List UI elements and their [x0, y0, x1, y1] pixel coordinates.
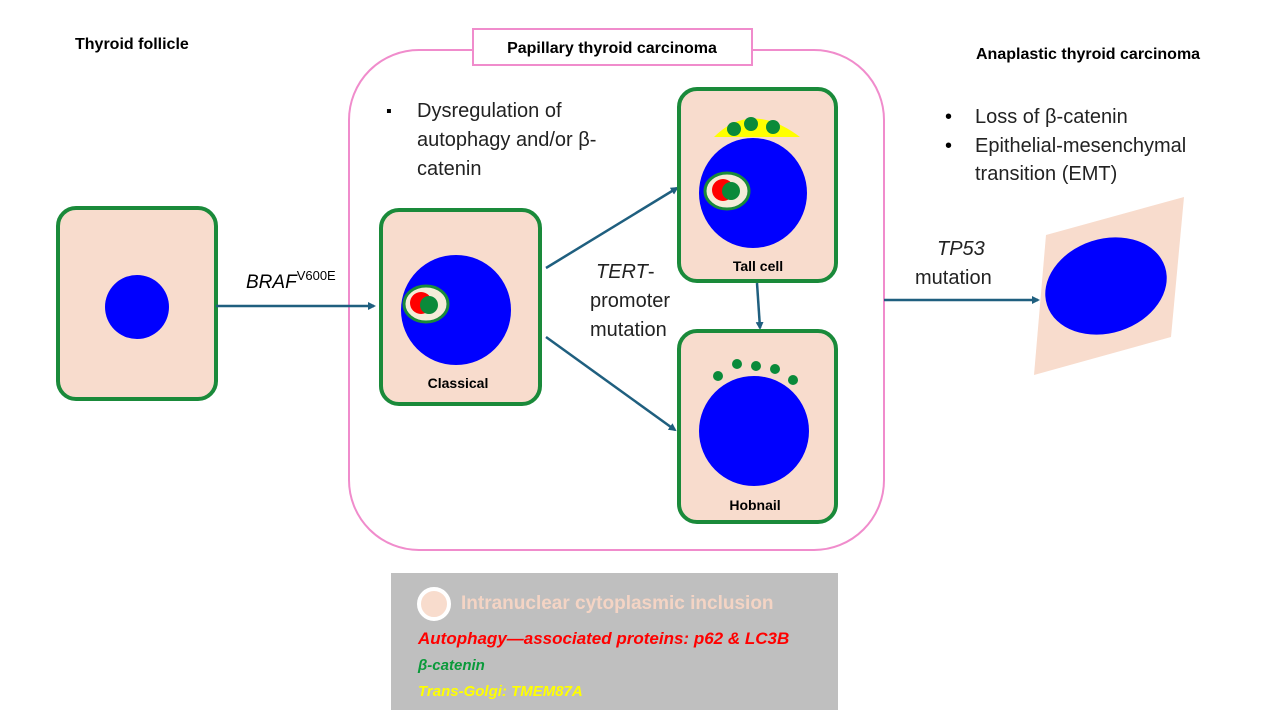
tert-label-1: TERT-: [596, 261, 655, 283]
ptc-note-line3: catenin: [417, 158, 482, 180]
ptc-note-line1: Dysregulation of: [417, 100, 562, 122]
legend-inclusion: Intranuclear cytoplasmic inclusion: [461, 593, 774, 614]
atc-note-1: Loss of β-catenin: [975, 106, 1128, 128]
tall-to-hobnail-arrow: [755, 282, 764, 330]
classical-catenin-dot: [420, 296, 438, 314]
atc-note-2: Epithelial-mesenchymal: [975, 135, 1186, 157]
tp53-label-1: TP53: [937, 238, 985, 260]
atc-title: Anaplastic thyroid carcinoma: [976, 46, 1200, 63]
atc-bullet-1: •: [945, 106, 952, 128]
hobnail-label: Hobnail: [729, 497, 780, 513]
braf-gene: BRAF: [246, 272, 298, 293]
atc-note-3: transition (EMT): [975, 163, 1117, 185]
tall-catenin-dot-4: [722, 182, 740, 200]
tert-label-2: promoter: [590, 290, 670, 312]
atc-bullet-2: •: [945, 135, 952, 157]
tall-catenin-dot-2: [744, 117, 758, 131]
tall-nucleus: [699, 138, 807, 248]
tert-arrow-hobnail: [545, 335, 677, 432]
classical-label: Classical: [428, 375, 489, 391]
hobnail-catenin-dot-4: [770, 364, 780, 374]
follicle-nucleus: [105, 275, 169, 339]
ptc-title: Papillary thyroid carcinoma: [507, 40, 717, 57]
tert-hyphen: -: [648, 261, 655, 283]
tall-cell-label: Tall cell: [733, 258, 783, 274]
hobnail-catenin-dot-1: [713, 371, 723, 381]
tert-label-3: mutation: [590, 319, 667, 341]
legend-golgi: Trans-Golgi: TMEM87A: [418, 683, 583, 700]
legend-catenin: β-catenin: [418, 657, 485, 674]
ptc-note-bullet: ▪: [386, 103, 392, 120]
tert-arrow-tall: [545, 186, 679, 270]
ptc-note-line2: autophagy and/or β-: [417, 129, 596, 151]
tert-gene: TERT: [596, 261, 650, 283]
hobnail-catenin-dot-2: [732, 359, 742, 369]
inclusion-swatch-icon: [417, 587, 451, 621]
anaplastic-nucleus: [1045, 237, 1167, 335]
braf-variant: V600E: [297, 268, 336, 283]
tall-catenin-dot-1: [727, 122, 741, 136]
hobnail-nucleus: [699, 376, 809, 486]
ptc-title-box: [472, 28, 753, 66]
legend-box: Intranuclear cytoplasmic inclusion Autop…: [391, 573, 838, 710]
thyroid-follicle-title: Thyroid follicle: [75, 36, 189, 53]
legend-autophagy: Autophagy—associated proteins: p62 & LC3…: [418, 629, 790, 648]
classical-nucleus: [401, 255, 511, 365]
hobnail-catenin-dot-5: [788, 375, 798, 385]
braf-label: BRAFV600E: [246, 268, 336, 293]
tp53-label-2: mutation: [915, 267, 992, 289]
hobnail-catenin-dot-3: [751, 361, 761, 371]
tall-catenin-dot-3: [766, 120, 780, 134]
